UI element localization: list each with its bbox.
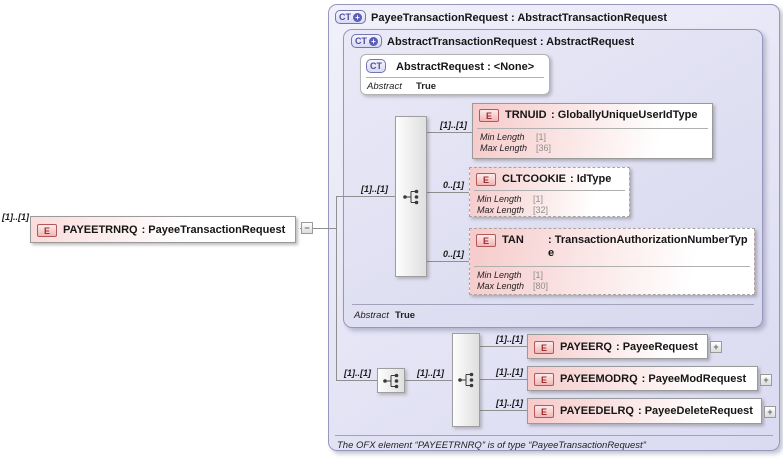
facet-min-length: Min Length [1] xyxy=(480,132,547,142)
collapse-toggle[interactable]: − xyxy=(301,222,313,234)
element-type: : PayeeModRequest xyxy=(641,373,747,385)
connector-cltcookie xyxy=(427,192,469,193)
cardinality-trnuid: [1]..[1] xyxy=(440,120,467,130)
expand-toggle-payeerq[interactable]: + xyxy=(710,341,722,353)
sequence-icon xyxy=(458,372,474,388)
connector-sequence-link xyxy=(405,380,452,381)
element-tan[interactable]: E TAN : TransactionAuthorizationNumberTy… xyxy=(469,228,755,295)
facet-min-length: Min Length [1] xyxy=(477,270,544,280)
element-icon: E xyxy=(534,405,554,418)
facet-max-length: Max Length [32] xyxy=(477,205,549,215)
element-type: : PayeeRequest xyxy=(615,341,698,353)
element-icon: E xyxy=(534,373,554,386)
element-payeemodrq[interactable]: E PAYEEMODRQ : PayeeModRequest xyxy=(527,366,758,391)
element-cltcookie[interactable]: E CLTCOOKIE : IdType Min Length [1] Max … xyxy=(469,167,630,217)
cardinality-payeedelrq: [1]..[1] xyxy=(496,398,523,408)
element-type: : PayeeTransactionRequest xyxy=(141,224,286,236)
element-name: PAYEEDELRQ xyxy=(560,405,634,417)
element-payeedelrq[interactable]: E PAYEEDELRQ : PayeeDeleteRequest xyxy=(527,398,762,424)
element-name: TRNUID xyxy=(505,109,547,121)
connector-trnuid xyxy=(427,132,472,133)
connector-lower-sequence xyxy=(336,380,377,381)
connector-payeemodrq xyxy=(480,379,527,380)
element-name: PAYEEMODRQ xyxy=(560,373,638,385)
cardinality-payeerq: [1]..[1] xyxy=(496,334,523,344)
abstract-divider xyxy=(366,77,544,78)
connector-upper-sequence xyxy=(336,196,395,197)
footnote-divider xyxy=(335,435,773,436)
sequence-compositor-upper[interactable] xyxy=(395,116,427,277)
inherited-type-title: AbstractTransactionRequest : AbstractReq… xyxy=(387,36,635,48)
complex-type-icon: CT+ xyxy=(335,10,366,24)
facet-divider xyxy=(474,266,750,267)
element-type: : PayeeDeleteRequest xyxy=(637,405,753,417)
complex-type-icon: CT+ xyxy=(351,34,382,48)
element-name: TAN xyxy=(502,234,524,246)
facet-max-length: Max Length [80] xyxy=(477,281,549,291)
derived-plus-badge: + xyxy=(369,36,378,46)
element-payeerq[interactable]: E PAYEERQ : PayeeRequest xyxy=(527,334,708,359)
element-name: CLTCOOKIE xyxy=(502,173,566,185)
connector-payeedelrq xyxy=(480,410,527,411)
connector-rail xyxy=(336,196,337,381)
base-type-title: AbstractRequest : <None> xyxy=(396,61,535,73)
connector-root-entry xyxy=(300,228,337,229)
cardinality-root: [1]..[1] xyxy=(2,212,29,222)
cardinality-cltcookie: 0..[1] xyxy=(443,180,465,190)
element-trnuid[interactable]: E TRNUID : GloballyUniqueUserIdType Min … xyxy=(472,103,713,159)
element-icon: E xyxy=(534,341,554,354)
element-name: PAYEERQ xyxy=(560,341,612,353)
derived-plus-badge: + xyxy=(353,12,362,22)
abstract-value: True xyxy=(416,81,437,92)
connector-tan xyxy=(427,261,469,262)
element-icon: E xyxy=(37,224,57,237)
sequence-compositor-lower-inner[interactable] xyxy=(452,333,480,427)
element-icon: E xyxy=(476,234,496,247)
abstract-value: True xyxy=(395,310,416,321)
element-icon: E xyxy=(476,173,496,186)
element-type: : GloballyUniqueUserIdType xyxy=(551,109,698,121)
element-type: : IdType xyxy=(569,173,612,185)
cardinality-lower-inner-sequence: [1]..[1] xyxy=(417,368,444,378)
element-type: : TransactionAuthorizationNumberType xyxy=(548,234,748,259)
connector-payeerq xyxy=(480,346,527,347)
abstract-label: Abstract xyxy=(367,81,402,92)
sequence-compositor-lower-outer[interactable] xyxy=(377,368,405,393)
facet-max-length: Max Length [36] xyxy=(480,143,552,153)
complex-type-box-abstract-request[interactable]: CT AbstractRequest : <None> Abstract Tru… xyxy=(360,54,550,95)
cardinality-tan: 0..[1] xyxy=(443,249,465,259)
element-name: PAYEETRNRQ xyxy=(63,224,138,236)
sequence-icon xyxy=(383,373,399,388)
element-payeetrnrq[interactable]: E PAYEETRNRQ : PayeeTransactionRequest xyxy=(30,216,296,243)
cardinality-upper-sequence: [1]..[1] xyxy=(361,184,388,194)
expand-toggle-payeemodrq[interactable]: + xyxy=(760,374,772,386)
outer-type-title: PayeeTransactionRequest : AbstractTransa… xyxy=(371,12,668,24)
cardinality-payeemodrq: [1]..[1] xyxy=(496,367,523,377)
expand-toggle-payeedelrq[interactable]: + xyxy=(764,406,776,418)
complex-type-icon: CT xyxy=(366,59,386,73)
element-icon: E xyxy=(479,109,499,122)
abstract-divider xyxy=(352,304,754,305)
facet-divider xyxy=(477,128,708,129)
footnote-text: The OFX element “PAYEETRNRQ” is of type … xyxy=(337,440,646,451)
facet-min-length: Min Length [1] xyxy=(477,194,544,204)
sequence-icon xyxy=(403,189,419,204)
abstract-label: Abstract xyxy=(354,310,389,321)
facet-divider xyxy=(474,190,625,191)
cardinality-lower-outer-sequence: [1]..[1] xyxy=(344,368,371,378)
